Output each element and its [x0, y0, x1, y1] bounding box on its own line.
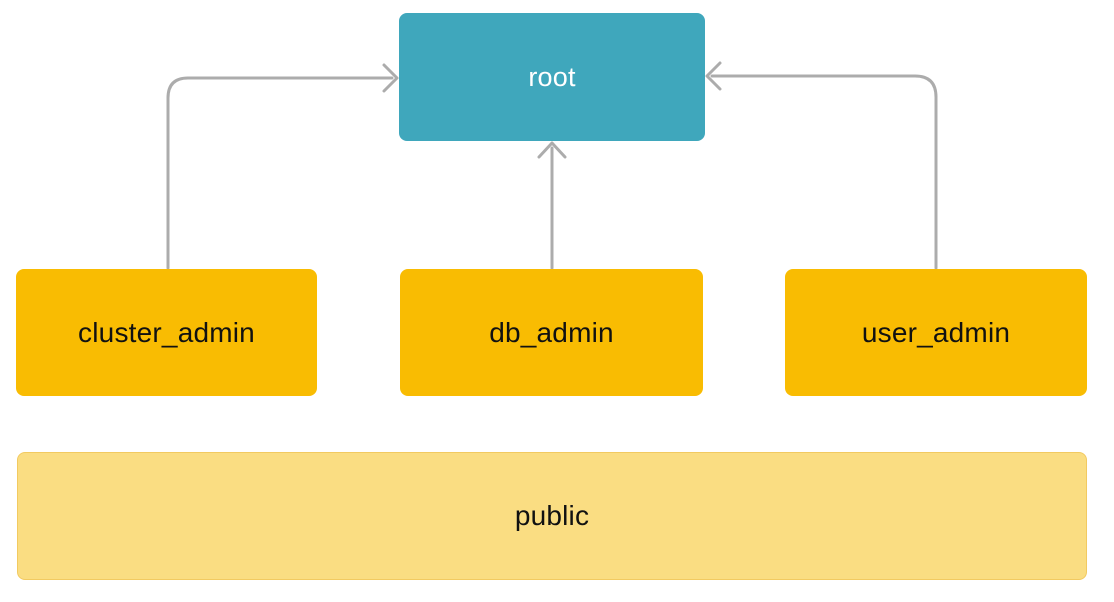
node-user-admin-label: user_admin — [861, 316, 1011, 348]
arrowhead-right-icon — [382, 63, 399, 93]
arrowhead-up-icon — [537, 141, 567, 159]
node-root: root — [399, 13, 705, 141]
node-db-admin-label: db_admin — [489, 316, 614, 348]
edge-user-admin-to-root — [705, 61, 938, 270]
node-public-label: public — [514, 500, 590, 531]
node-public: public — [17, 452, 1087, 580]
edge-cluster-admin-to-root — [166, 63, 399, 270]
node-db-admin: db_admin — [400, 269, 703, 396]
node-cluster-admin: cluster_admin — [16, 269, 317, 396]
arrowhead-left-icon — [705, 61, 722, 91]
node-user-admin: user_admin — [785, 269, 1087, 396]
node-cluster-admin-label: cluster_admin — [78, 316, 255, 348]
edge-db-admin-to-root — [537, 141, 567, 270]
node-root-label: root — [528, 61, 576, 92]
